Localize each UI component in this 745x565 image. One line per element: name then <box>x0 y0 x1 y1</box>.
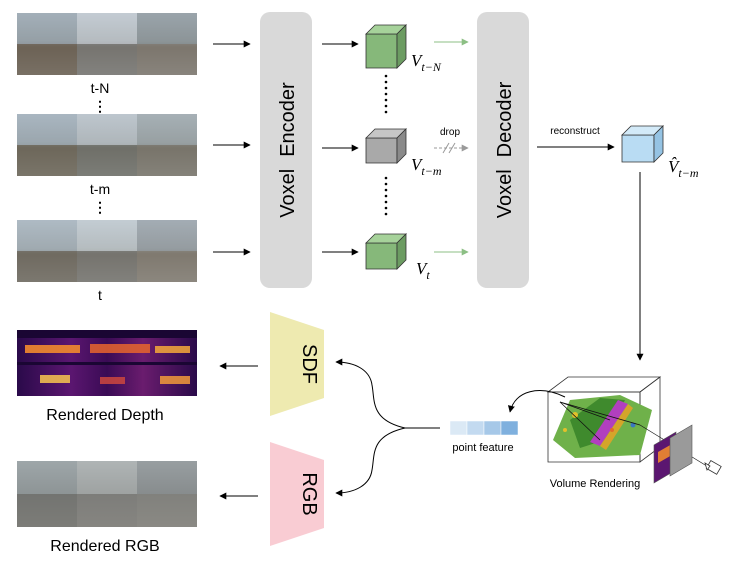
frame-ellipsis-1: ⋮ <box>93 98 107 114</box>
frame-label-t-N: t-N <box>91 80 110 96</box>
voxel-label-mid: Vt−m <box>411 155 442 178</box>
voxel-decoder-block <box>477 12 529 288</box>
render-image-planes <box>653 424 693 484</box>
volume-rendering-label: Volume Rendering <box>550 478 641 490</box>
point-feature-vector <box>449 420 519 436</box>
frame-label-t: t <box>98 287 102 303</box>
arrow-volume-to-point-feature <box>507 390 566 413</box>
rgb-head <box>270 442 324 546</box>
frame-mosaic-t <box>17 220 197 282</box>
sdf-head-label: SDF <box>298 344 320 384</box>
point-feature-cell-4 <box>500 420 519 436</box>
rendered-rgb-image <box>17 461 197 527</box>
voxel-cube-bottom <box>365 233 407 270</box>
drop-slash-2 <box>448 142 456 154</box>
arrow-to-sdf-head <box>335 358 406 429</box>
frame-ellipsis-2: ⋮ <box>93 199 107 215</box>
frame-mosaic-t-N <box>17 13 197 75</box>
camera-icon <box>704 459 722 475</box>
point-feature-cell-3 <box>483 420 502 436</box>
frame-mosaic-t-m <box>17 114 197 176</box>
volume-rendering-illustration <box>546 376 711 469</box>
rendered-rgb-caption: Rendered RGB <box>50 538 159 555</box>
sdf-head <box>270 312 324 416</box>
reconstructed-voxel-cube <box>621 125 664 163</box>
voxel-dots-upper <box>384 74 388 114</box>
voxel-dots-lower <box>384 176 388 216</box>
voxel-label-bottom: Vt <box>416 259 430 282</box>
point-feature-cell-2 <box>466 420 485 436</box>
point-feature-cell-1 <box>449 420 468 436</box>
voxel-label-top: Vt−N <box>411 51 442 74</box>
voxel-encoder-label: VoxelEncoder <box>277 82 299 218</box>
point-feature-label: point feature <box>452 442 513 454</box>
rendered-depth-image <box>17 330 197 396</box>
arrow-to-rgb-head <box>335 427 406 497</box>
rendered-depth-caption: Rendered Depth <box>46 407 163 424</box>
reconstructed-voxel-label: V̂t−m <box>668 157 699 180</box>
drop-slash-1 <box>442 142 450 154</box>
frame-label-t-m: t-m <box>90 181 110 197</box>
voxel-encoder-block <box>260 12 312 288</box>
voxel-cube-mid <box>365 128 407 164</box>
voxel-decoder-label: VoxelDecoder <box>494 81 516 218</box>
drop-label: drop <box>440 127 460 138</box>
rgb-head-label: RGB <box>298 472 320 515</box>
reconstruct-label: reconstruct <box>550 126 600 137</box>
voxel-cube-top <box>365 24 407 69</box>
